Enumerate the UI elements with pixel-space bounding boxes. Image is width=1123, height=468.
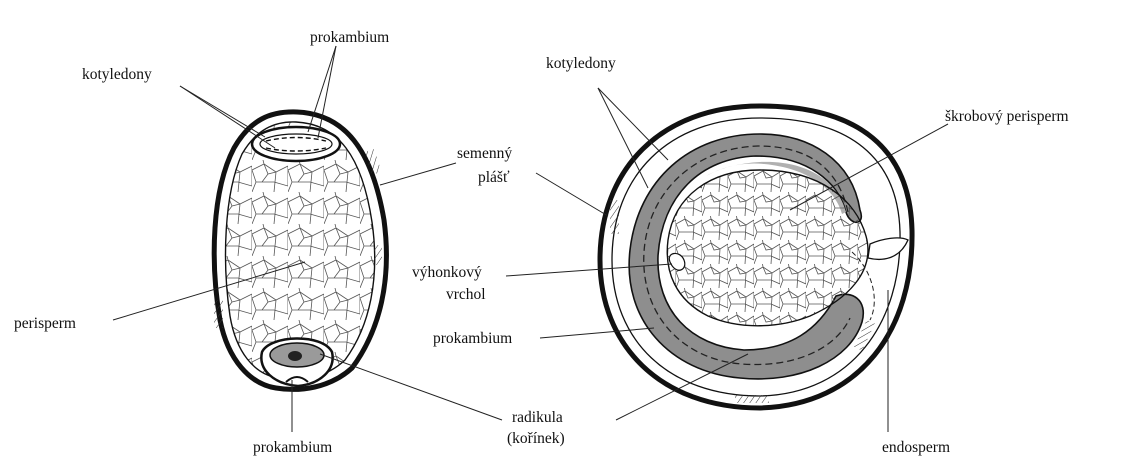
- left-coat-hatch-3: [374, 245, 382, 265]
- right-coat-hatch-2: [735, 395, 769, 403]
- label-prokambium-right: prokambium: [433, 330, 512, 347]
- right-seed: [600, 106, 912, 408]
- label-radikula: radikula: [512, 409, 563, 426]
- label-korinek: (kořínek): [507, 430, 565, 447]
- label-kotyledony-right: kotyledony: [546, 55, 616, 72]
- label-vyhonkovy: výhonkový: [412, 264, 482, 281]
- left-coat-hatch-2: [214, 300, 223, 328]
- label-prokambium-bottom: prokambium: [253, 439, 332, 456]
- label-perisperm: perisperm: [14, 315, 76, 332]
- left-cotyledon-outer: [252, 127, 340, 161]
- label-prokambium-top: prokambium: [310, 29, 389, 46]
- right-coat-hatch-1: [610, 200, 619, 234]
- left-radicle-core: [288, 351, 302, 361]
- label-vrchol: vrchol: [446, 286, 486, 303]
- label-skrobovy-perisperm: škrobový perisperm: [945, 108, 1069, 125]
- label-kotyledony-left: kotyledony: [82, 66, 152, 83]
- label-plast: plášť: [478, 169, 510, 186]
- left-seed: [214, 112, 386, 389]
- label-endosperm: endosperm: [882, 439, 950, 456]
- label-semenny: semenný: [457, 145, 512, 162]
